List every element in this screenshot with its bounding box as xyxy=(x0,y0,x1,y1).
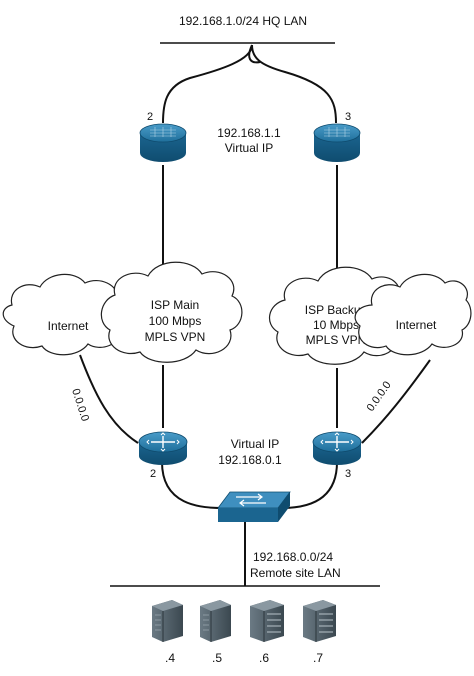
hq-router-right[interactable] xyxy=(313,123,361,162)
host-server-4[interactable] xyxy=(152,600,183,642)
default-route-right: 0.0.0.0 xyxy=(365,379,394,413)
remote-lan-switch[interactable] xyxy=(217,491,291,522)
isp-main-service: MPLS VPN xyxy=(145,330,206,344)
internet-right-label: Internet xyxy=(396,318,437,332)
host-server-6[interactable] xyxy=(250,600,284,642)
remote-router-left-port: 2 xyxy=(150,468,156,480)
remote-router-right-port: 3 xyxy=(345,468,351,480)
isp-backup-service: MPLS VPN xyxy=(306,333,367,347)
host-server-5[interactable] xyxy=(200,600,231,642)
hq-router-left-port: 2 xyxy=(147,111,153,123)
remote-lan-subnet: 192.168.0.0/24 xyxy=(253,550,333,564)
hq-link-left xyxy=(162,44,253,124)
remote-lan-label: Remote site LAN xyxy=(250,566,341,580)
host-label-7: .7 xyxy=(313,651,323,665)
internet-left-label: Internet xyxy=(48,319,89,333)
internet-right-to-remote-right xyxy=(361,359,431,444)
host-label-5: .5 xyxy=(212,651,222,665)
hq-lan-label: 192.168.1.0/24 HQ LAN xyxy=(179,14,307,28)
remote-left-to-switch xyxy=(161,461,223,509)
host-server-7[interactable] xyxy=(303,600,336,642)
isp-backup-speed: 10 Mbps xyxy=(313,318,359,332)
isp-backup-name: ISP Backup xyxy=(305,303,368,317)
host-label-4: .4 xyxy=(165,651,175,665)
isp-main-speed: 100 Mbps xyxy=(149,314,202,328)
remote-router-right[interactable] xyxy=(312,431,362,465)
hq-virtual-ip-label: Virtual IP xyxy=(225,141,273,155)
hq-link-loop xyxy=(248,44,261,64)
hq-virtual-ip-address: 192.168.1.1 xyxy=(217,126,281,140)
remote-router-left[interactable] xyxy=(138,431,188,465)
host-label-6: .6 xyxy=(259,651,269,665)
remote-right-to-switch xyxy=(281,461,338,509)
default-route-left: 0.0.0.0 xyxy=(69,387,91,423)
remote-virtual-ip-label: Virtual IP xyxy=(231,437,279,451)
internet-right-cloud xyxy=(354,273,472,356)
hq-router-left[interactable] xyxy=(139,123,187,162)
hq-router-right-port: 3 xyxy=(345,111,351,123)
remote-virtual-ip-address: 192.168.0.1 xyxy=(218,453,282,467)
isp-main-name: ISP Main xyxy=(151,298,199,312)
hq-link-right xyxy=(251,44,337,124)
isp-main-cloud xyxy=(100,261,243,363)
internet-left-to-remote-left xyxy=(79,354,139,444)
